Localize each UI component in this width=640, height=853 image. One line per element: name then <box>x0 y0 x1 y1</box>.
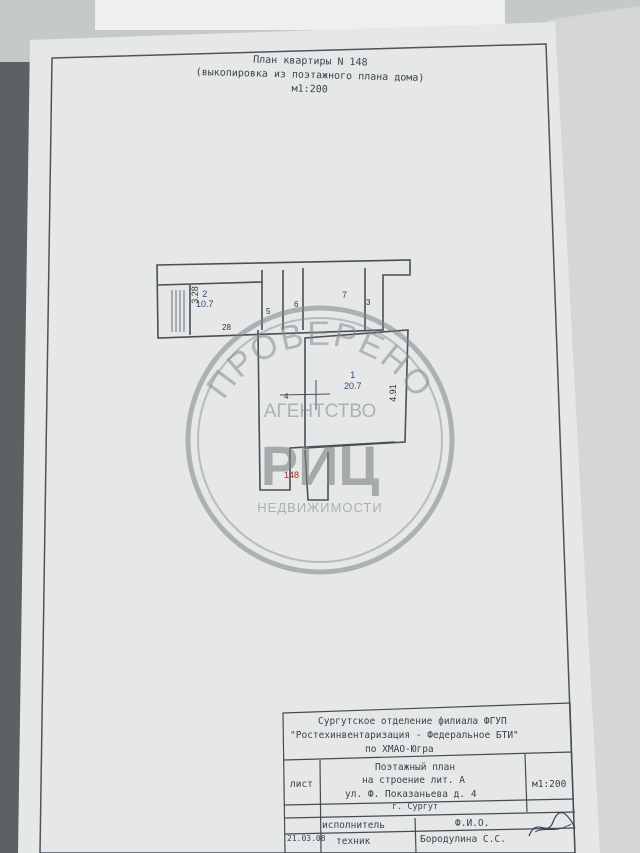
stamp-text-agency: АГЕНТСТВО <box>264 401 376 422</box>
document-frame <box>39 43 576 853</box>
label-28: 28 <box>222 323 231 332</box>
tb-city: г. Сургут <box>392 802 439 812</box>
stamp-logo: РИЦ <box>261 434 380 497</box>
room-4-number: 4 <box>284 392 289 401</box>
tb-name-header: Ф.И.О. <box>455 818 490 829</box>
tb-address: ул. Ф. Показаньева д. 4 <box>345 789 477 800</box>
room-2-label: 2 10.7 <box>196 289 214 309</box>
stairs <box>171 290 185 332</box>
document-sheet <box>18 22 600 853</box>
flat-number: 148 <box>284 470 300 480</box>
tb-name: Бородулина С.С. <box>420 834 506 845</box>
tb-doc-title: Поэтажный план <box>375 762 456 773</box>
room-1-label: 1 20.7 <box>344 370 362 392</box>
floor-plan <box>156 259 411 501</box>
room-7-label: 7 <box>342 290 348 300</box>
background-paper-white <box>95 0 505 30</box>
tb-date: 21.03.08 <box>287 834 326 843</box>
room-2-number: 2 <box>202 289 208 299</box>
tb-org-2: "Ростехинвентаризация - Федеральное БТИ" <box>290 730 519 741</box>
room-5-number: 5 <box>266 307 271 316</box>
tb-role: техник <box>336 836 371 847</box>
stamp-text-realty: НЕДВИЖИМОСТИ <box>257 500 382 515</box>
verification-stamp: ПРОВЕРЕНО АГЕНТСТВО РИЦ НЕДВИЖИМОСТИ <box>185 305 455 575</box>
room-1-area: 20.7 <box>344 381 362 391</box>
tb-sheet-label: лист <box>290 779 313 790</box>
room-2-area: 10.7 <box>196 299 214 309</box>
room-6-number: 6 <box>294 300 299 309</box>
room-3-number: 3 <box>366 298 371 307</box>
room-1-number: 1 <box>350 370 356 380</box>
tb-scale: м1:200 <box>532 779 567 790</box>
tb-role-header: исполнитель <box>322 820 385 831</box>
signature <box>528 812 576 837</box>
tb-org-3: по ХМАО-Югра <box>365 744 434 755</box>
tb-org-1: Сургутское отделение филиала ФГУП <box>318 716 507 727</box>
tb-doc-line2: на строение лит. А <box>362 775 465 786</box>
